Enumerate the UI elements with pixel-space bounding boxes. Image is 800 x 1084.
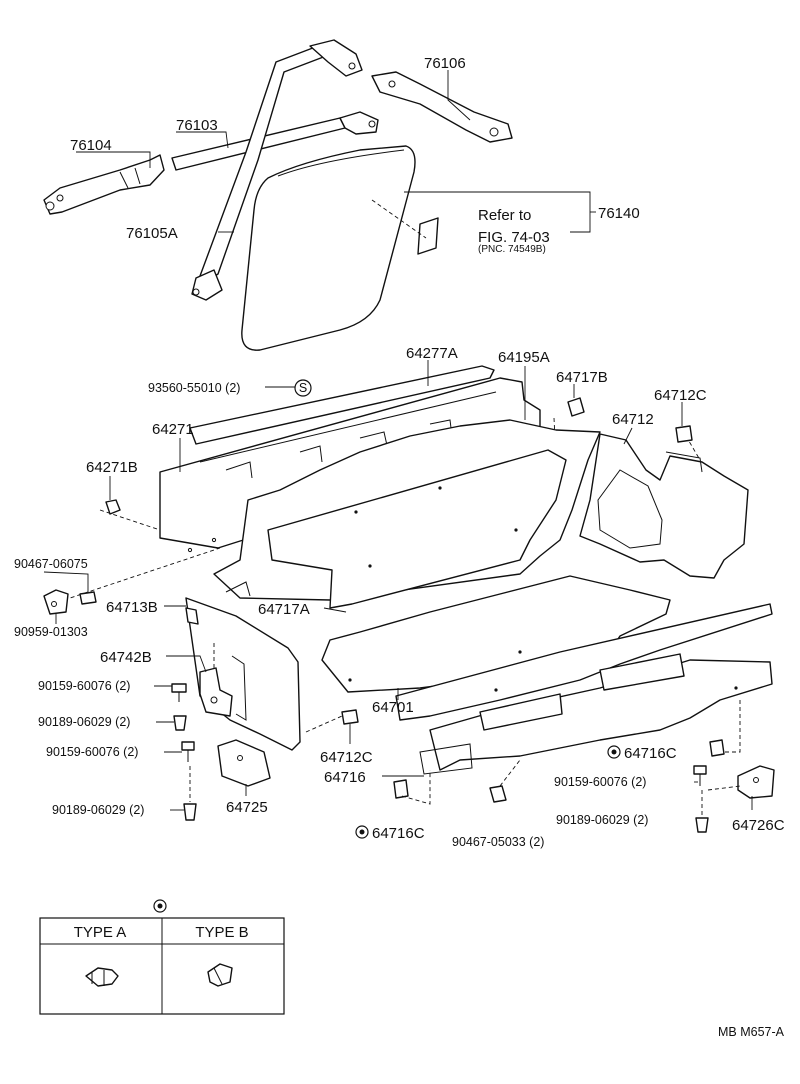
seat-belt-76105A [191, 39, 363, 301]
legend-type-b: TYPE B [195, 924, 248, 941]
diagram-code: MB M657-A [718, 1025, 785, 1039]
part-labels: 76104 76103 76106 76105A 76140 Refer to … [14, 55, 785, 849]
clip-64716C-bottom [393, 770, 431, 805]
label-64717A: 64717A [258, 601, 310, 618]
legend-mark-dot [157, 903, 163, 909]
type-b-clip-drawing [207, 963, 233, 987]
label-64271: 64271 [152, 421, 194, 438]
label-64717B: 64717B [556, 369, 608, 386]
label-76104: 76104 [70, 137, 112, 154]
label-90467-06075: 90467-06075 [14, 557, 88, 571]
legend-type-a: TYPE A [74, 924, 127, 941]
clip-64716C-right [709, 700, 741, 757]
seat-belt-76104 [43, 154, 165, 215]
bracket-90959-01303 [43, 589, 69, 615]
label-64742B: 64742B [100, 649, 152, 666]
clip-64712C-mid [305, 709, 359, 733]
bracket-64742B [199, 640, 233, 717]
label-90159-60076-a: 90159-60076 (2) [38, 679, 130, 693]
label-64195A: 64195A [498, 349, 550, 366]
trunk-floor-64717A [213, 419, 601, 609]
rear-panel-trim [395, 603, 773, 775]
clip-90467-05033 [489, 759, 521, 803]
type-a-mark-right-dot [611, 749, 617, 755]
label-90189-06029-a: 90189-06029 (2) [38, 715, 130, 729]
label-90189-06029-c: 90189-06029 (2) [556, 813, 648, 827]
bracket-64725 [217, 739, 271, 787]
refer-to-text: Refer to [478, 207, 531, 224]
label-76105A: 76105A [126, 225, 178, 242]
s-mark: S [299, 381, 307, 395]
side-panel-64713B [185, 597, 301, 751]
clip-90467-06075 [79, 591, 97, 605]
clip-64712C-top [675, 425, 693, 443]
trunk-side-trim-64712 [579, 433, 749, 579]
label-93560-55010: 93560-55010 (2) [148, 381, 240, 395]
label-90467-05033: 90467-05033 (2) [452, 835, 544, 849]
bolt-90159-60076-b [181, 741, 195, 762]
label-64726C: 64726C [732, 817, 785, 834]
clip-90189-06029-c [695, 790, 709, 833]
label-64716: 64716 [324, 769, 366, 786]
label-90159-60076-c: 90159-60076 (2) [554, 775, 646, 789]
label-90959-01303: 90959-01303 [14, 625, 88, 639]
label-64725: 64725 [226, 799, 268, 816]
label-76106: 76106 [424, 55, 466, 72]
pnc-reference: (PNC. 74549B) [478, 244, 546, 255]
bolt-90159-60076-a [171, 683, 187, 702]
label-76140: 76140 [598, 205, 640, 222]
fastener-type-legend: TYPE A TYPE B [39, 899, 285, 1015]
label-76103: 76103 [176, 117, 218, 134]
bolt-90159-60076-c [693, 765, 707, 786]
label-64712: 64712 [612, 411, 654, 428]
label-64716C-bottom: 64716C [372, 825, 425, 842]
clip-64271B [105, 499, 121, 515]
label-90159-60076-b: 90159-60076 (2) [46, 745, 138, 759]
figure-reference: FIG. 74-03 [478, 229, 550, 246]
label-64712C-mid: 64712C [320, 749, 373, 766]
seat-belt-76106 [371, 71, 513, 143]
s-mark-circle [294, 379, 312, 397]
clip-64717B [567, 397, 585, 417]
label-90189-06029-b: 90189-06029 (2) [52, 803, 144, 817]
type-a-mark-bottom-dot [359, 829, 365, 835]
label-64716C-right: 64716C [624, 745, 677, 762]
label-64712C-top: 64712C [654, 387, 707, 404]
label-64701: 64701 [372, 699, 414, 716]
label-64713B: 64713B [106, 599, 158, 616]
leader-lines [43, 70, 753, 811]
clip-90189-06029-a [173, 715, 187, 731]
bracket-64726C [707, 765, 775, 799]
clip-90189-06029-b [183, 766, 197, 821]
label-64271B: 64271B [86, 459, 138, 476]
seat-back-76140 [241, 145, 439, 351]
type-a-clip-drawing [85, 967, 119, 987]
label-64277A: 64277A [406, 345, 458, 362]
